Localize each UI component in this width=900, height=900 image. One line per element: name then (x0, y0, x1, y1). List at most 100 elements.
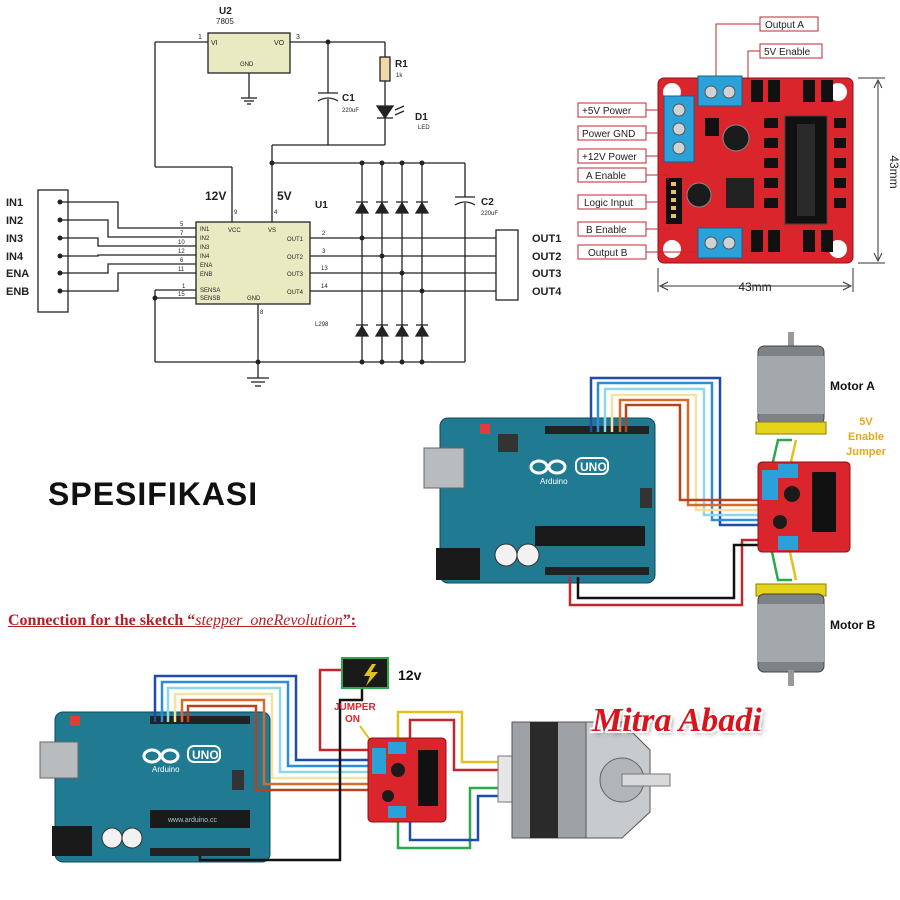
output-label-out1: OUT1 (532, 233, 561, 245)
chip-out2: OUT2 (287, 255, 304, 261)
terminal-output-a (697, 75, 743, 107)
chip-pin-in4: 12 (178, 249, 185, 255)
callout-power-gnd: Power GND (582, 129, 635, 140)
chip-pin-ena: 6 (180, 258, 184, 264)
chip-pin-in3: 10 (178, 240, 185, 246)
chip-pin-sensa: 1 (182, 284, 186, 290)
callout-5v-enable: 5V Enable (764, 47, 811, 58)
regulator-chip (726, 178, 754, 208)
usb-port-1 (423, 447, 465, 489)
chip-pin-out4: 14 (321, 284, 328, 290)
arduino-logo-2 (142, 748, 180, 764)
cap1-ref: C1 (342, 93, 355, 104)
reg-pin1: 1 (198, 34, 202, 41)
label-5v: 5V (277, 189, 292, 203)
arduino-brand-2: Arduino (152, 765, 180, 774)
junction-dots (57, 39, 425, 365)
power-jack-2 (52, 826, 92, 856)
jumper-on-line2: ON (345, 714, 360, 725)
arduino-brand-1: Arduino (540, 477, 568, 486)
label-12v: 12V (205, 189, 226, 203)
callout-output-a: Output A (765, 20, 804, 31)
chip-sensb: SENSB (200, 296, 220, 302)
sketch-caption-suffix: ”: (342, 612, 357, 629)
input-connector (37, 189, 69, 313)
driver-ref: U1 (315, 200, 328, 211)
sketch-caption: Connection for the sketch “stepper_oneRe… (8, 612, 356, 630)
chip-pin-out2: 3 (322, 249, 326, 255)
regulator-ref: U2 (219, 6, 232, 17)
chip-in1: IN1 (200, 227, 210, 233)
input-label-ena: ENA (6, 268, 29, 280)
reg-pin3: 3 (296, 34, 300, 41)
chip-enb: ENB (200, 272, 212, 278)
supply-label-12v: 12v (398, 667, 422, 683)
pin-gnd-num: 8 (260, 310, 264, 316)
callout-12v-power: +12V Power (582, 152, 637, 163)
pin-vs-num: 4 (274, 210, 278, 216)
chip-pin-in2: 7 (180, 231, 184, 237)
led-ref: D1 (415, 112, 428, 123)
module-dimensions (657, 77, 885, 292)
regulator-part: 7805 (216, 17, 234, 26)
jumper-note-line1: 5V (859, 416, 873, 428)
output-label-out4: OUT4 (532, 286, 562, 298)
input-label-enb: ENB (6, 286, 29, 298)
chip-in2: IN2 (200, 236, 210, 242)
cap2-ref: C2 (481, 197, 494, 208)
reg-pin-vi: VI (211, 40, 218, 47)
input-label-in1: IN1 (6, 197, 23, 209)
output-label-out2: OUT2 (532, 251, 561, 263)
arduino-model-2: UNO (192, 748, 219, 762)
resistor-ref: R1 (395, 59, 408, 70)
jumper-note-line3: Jumper (846, 446, 886, 458)
chip-ena: ENA (200, 263, 212, 269)
motor-a-label: Motor A (830, 379, 875, 393)
chip-pin-in1: 5 (180, 222, 184, 228)
brand-watermark: Mitra Abadi (592, 702, 762, 739)
stepper-motor (497, 721, 671, 839)
resistor-r1 (379, 56, 391, 82)
chip-out3: OUT3 (287, 272, 304, 278)
chip-pin-enb: 11 (178, 267, 185, 273)
input-label-in4: IN4 (6, 251, 24, 263)
spec-title: SPESIFIKASI (48, 476, 259, 512)
power-jack-1 (436, 548, 480, 580)
chip-out1: OUT1 (287, 237, 304, 243)
output-label-out3: OUT3 (532, 268, 561, 280)
sketch-name: stepper_oneRevolution (195, 612, 343, 629)
capacitor (722, 124, 750, 152)
arduino-model-1: UNO (580, 460, 607, 474)
callout-b-enable: B Enable (586, 225, 627, 236)
arduino-url-2: www.arduino.cc (167, 817, 218, 824)
dimension-height: 43mm (887, 155, 900, 188)
enable-jumper (705, 118, 719, 136)
jumper-note-line2: Enable (848, 431, 884, 443)
dc-jack-12v (341, 657, 389, 689)
chip-pin-out1: 2 (322, 231, 326, 237)
callout-logic-input: Logic Input (584, 198, 633, 209)
driver-part: L298 (315, 322, 329, 328)
chip-vcc: VCC (228, 228, 241, 234)
chip-sensa: SENSA (200, 288, 220, 294)
reg-pin-vo: VO (274, 40, 285, 47)
input-label-in2: IN2 (6, 215, 23, 227)
motor-b-label: Motor B (830, 618, 876, 632)
output-connector (495, 229, 519, 301)
motor-a (755, 332, 827, 435)
chip-in3: IN3 (200, 245, 210, 251)
reg-pin-gnd: GND (240, 62, 254, 68)
l298-chip (195, 221, 311, 305)
chip-pin-out3: 13 (321, 266, 328, 272)
l298n-module (657, 75, 854, 264)
callout-a-enable: A Enable (586, 171, 626, 182)
regulator-7805 (207, 32, 291, 74)
motor-b (755, 583, 827, 686)
chip-gnd: GND (247, 296, 261, 302)
arduino-logo-1 (529, 459, 567, 475)
cap2-value: 220uF (481, 211, 498, 217)
resistor-value: 1k (396, 73, 403, 79)
chip-out4: OUT4 (287, 290, 304, 296)
chip-pin-sensb: 15 (178, 292, 185, 298)
input-label-in3: IN3 (6, 233, 23, 245)
